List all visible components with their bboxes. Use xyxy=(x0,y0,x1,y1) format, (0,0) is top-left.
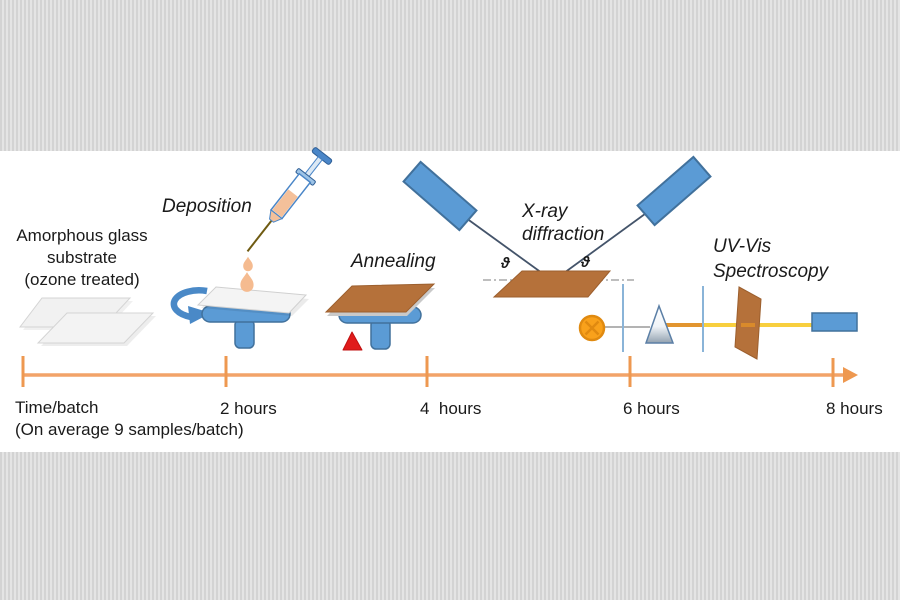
tick-label-8h: 8 hours xyxy=(826,399,883,418)
rotation-arrow-icon xyxy=(170,287,211,324)
tick-label-4h: 4 hours xyxy=(420,399,482,418)
spin-coater-icon xyxy=(196,286,309,349)
background-top-stripes xyxy=(0,0,900,151)
tick-label-2h: 2 hours xyxy=(220,399,277,418)
photodetector-icon xyxy=(811,312,858,332)
timeline-axis xyxy=(21,356,858,387)
xray-source-icon xyxy=(402,160,478,232)
timeline-arrowhead xyxy=(843,367,858,383)
glass-plates-icon xyxy=(18,297,156,346)
uvvis-label: UV-Vis Spectroscopy xyxy=(713,236,829,282)
lamp-icon xyxy=(578,314,606,342)
xrd-label: X-ray diffraction xyxy=(522,201,605,245)
hotplate-icon xyxy=(324,283,436,350)
annealing-label: Annealing xyxy=(351,251,436,272)
droplet-icon xyxy=(240,272,254,292)
droplet-icon xyxy=(243,256,253,272)
syringe-icon xyxy=(246,147,333,252)
theta-right-label: ϑ xyxy=(581,254,590,271)
xrd-sample-icon xyxy=(492,270,612,298)
xray-detector-icon xyxy=(636,155,712,227)
timeline-origin-label: Time/batch (On average 9 samples/batch) xyxy=(15,398,244,439)
tick-label-6h: 6 hours xyxy=(623,399,680,418)
theta-left-label: ϑ xyxy=(501,255,510,272)
prism-icon xyxy=(644,303,675,344)
heat-triangle-icon xyxy=(342,331,363,351)
background-bottom-stripes xyxy=(0,452,900,600)
substrate-label: Amorphous glass substrate (ozone treated… xyxy=(16,226,148,289)
deposition-label: Deposition xyxy=(162,196,252,217)
